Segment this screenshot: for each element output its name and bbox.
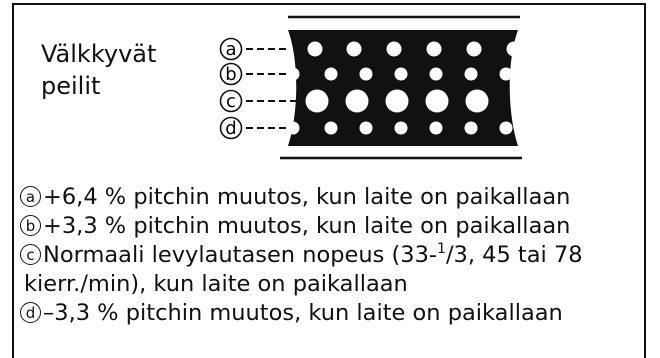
strobe-dot-d	[499, 121, 513, 135]
legend-row-b: b+3,3 % pitchin muutos, kun laite on pai…	[20, 212, 640, 241]
strobe-dot-c	[385, 89, 409, 113]
title-line-1: Välkkyvät	[41, 40, 157, 68]
legend-text-a: +6,4 % pitchin muutos, kun laite on paik…	[43, 184, 571, 210]
strobe-dot-b	[286, 67, 300, 81]
strobe-dot-d	[394, 121, 408, 135]
marker-d-label: d	[225, 118, 236, 139]
strobe-dot-d	[324, 121, 338, 135]
marker-a: a	[219, 37, 290, 61]
strobe-dot-a	[506, 41, 522, 57]
legend-row-a: a+6,4 % pitchin muutos, kun laite on pai…	[20, 183, 640, 212]
marker-a-label: a	[225, 39, 236, 60]
marker-b-label: b	[225, 64, 236, 85]
diagram-title: Välkkyvät peilit	[41, 38, 156, 102]
legend-text-c-line2: kierr./min), kun laite on paikallaan	[24, 271, 408, 297]
legend-text-c-sup: 1	[437, 241, 446, 257]
legend: a+6,4 % pitchin muutos, kun laite on pai…	[20, 183, 640, 328]
marker-b-circle	[219, 62, 243, 86]
legend-marker-d: d	[20, 302, 41, 323]
strobe-dot-a	[307, 41, 323, 57]
marker-c-label: c	[226, 91, 236, 112]
strobe-dot-d	[464, 121, 478, 135]
marker-b: b	[219, 62, 290, 86]
legend-text-c-post: /3, 45 tai 78	[445, 242, 583, 268]
strobe-dot-c	[345, 89, 369, 113]
strobe-dot-a	[426, 41, 442, 57]
strobe-dot-b	[464, 67, 478, 81]
legend-marker-a: a	[20, 186, 41, 207]
strobe-dot-d	[429, 121, 443, 135]
strobe-dot-b	[394, 67, 408, 81]
strobe-dot-c	[465, 89, 489, 113]
legend-row-d: d–3,3 % pitchin muutos, kun laite on pai…	[20, 299, 640, 328]
legend-marker-c: c	[20, 244, 41, 265]
legend-text-c-pre: Normaali levylautasen nopeus (33-	[43, 242, 438, 268]
strobe-dot-c	[305, 89, 329, 113]
strobe-dot-b	[359, 67, 373, 81]
strobe-dot-d	[359, 121, 373, 135]
title-line-2: peilit	[41, 72, 101, 100]
marker-c: c	[219, 89, 296, 113]
marker-d-circle	[219, 116, 243, 140]
figure-frame	[12, 3, 646, 358]
marker-c-circle	[219, 89, 243, 113]
strobe-dot-c	[425, 89, 449, 113]
marker-d: d	[219, 116, 290, 140]
strobe-dot-a	[346, 41, 362, 57]
strobe-dot-b	[429, 67, 443, 81]
marker-a-circle	[219, 37, 243, 61]
strobe-dot-b	[499, 67, 513, 81]
strobe-dot-a	[466, 41, 482, 57]
legend-marker-b: b	[20, 215, 41, 236]
legend-text-b: +3,3 % pitchin muutos, kun laite on paik…	[43, 213, 571, 239]
strobe-band	[288, 30, 518, 146]
legend-text-d: –3,3 % pitchin muutos, kun laite on paik…	[43, 300, 563, 326]
strobe-dot-d	[286, 121, 300, 135]
strobe-dot-a	[386, 41, 402, 57]
strobe-dot-b	[324, 67, 338, 81]
